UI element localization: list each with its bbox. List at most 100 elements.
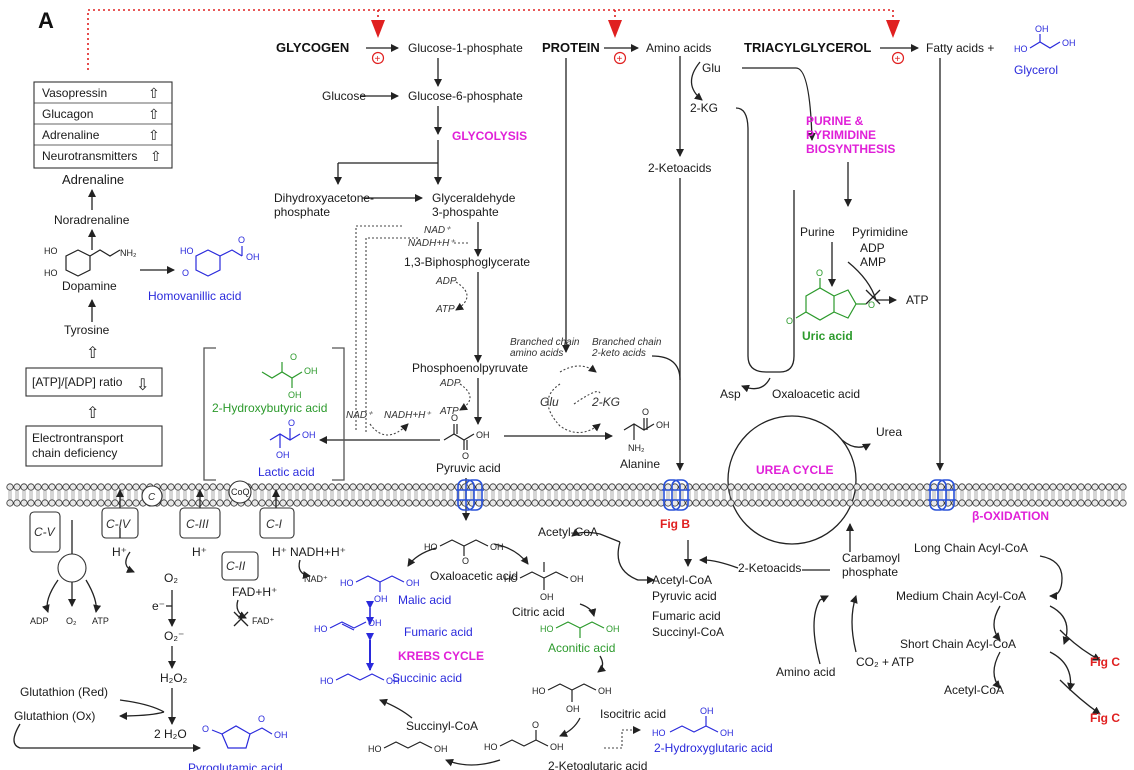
fig-b: Fig B xyxy=(660,517,690,531)
lipid-head xyxy=(1070,483,1078,491)
lipid-tail xyxy=(547,490,551,500)
lipid-tail xyxy=(190,490,194,500)
lipid-tail xyxy=(610,490,614,500)
glu-top: Glu xyxy=(702,61,721,75)
lipid-tail xyxy=(596,490,600,500)
carbamoyl-2: phosphate xyxy=(842,565,898,579)
lipid-head xyxy=(181,483,189,491)
complex-iv-label: C-IV xyxy=(106,517,131,531)
lipid-head xyxy=(1119,499,1127,507)
matrix-succinyl: Succinyl-CoA xyxy=(652,625,724,639)
lipid-head xyxy=(972,499,980,507)
lipid-head xyxy=(160,483,168,491)
lipid-tail xyxy=(736,490,740,500)
lipid-head xyxy=(986,499,994,507)
svg-text:OH: OH xyxy=(550,742,564,752)
lipid-head xyxy=(622,483,630,491)
lipid-head xyxy=(20,483,28,491)
lipid-tail xyxy=(428,490,432,500)
lipid-tail xyxy=(918,490,922,500)
lipid-tail xyxy=(498,490,502,500)
lactic-acid: Lactic acid xyxy=(258,465,315,479)
lipid-tail xyxy=(582,490,586,500)
complex-iii-label: C-III xyxy=(186,517,209,531)
lipid-tail xyxy=(617,490,621,500)
lipid-tail xyxy=(120,490,124,500)
up-arrow-4: ⇧ xyxy=(150,148,162,164)
lipid-head xyxy=(713,499,721,507)
pyroglutamic-acid: Pyroglutamic acid xyxy=(188,761,283,770)
lipid-head xyxy=(552,483,560,491)
lipid-head xyxy=(734,483,742,491)
lipid-head xyxy=(636,483,644,491)
svg-text:O: O xyxy=(258,714,265,724)
svg-text:O: O xyxy=(786,316,793,326)
svg-text:O: O xyxy=(462,451,469,461)
svg-text:OH: OH xyxy=(700,706,714,716)
lipid-head xyxy=(748,483,756,491)
svg-text:OH: OH xyxy=(274,730,288,740)
lipid-head xyxy=(48,499,56,507)
up-arrow-3: ⇧ xyxy=(148,127,160,143)
fumaric-structure: HO OH xyxy=(314,618,382,634)
fad-etc: FAD⁺ xyxy=(252,616,275,626)
lipid-head xyxy=(384,499,392,507)
lipid-pathway: TRIACYLGLYCEROL Fatty acids + HO OH OH G… xyxy=(744,24,1076,471)
isocitric-structure: HO OH OH xyxy=(532,683,612,714)
lipid-head xyxy=(13,499,21,507)
uric-acid-structure: O O O xyxy=(786,268,875,326)
oxaloacetic-structure: HO OH O xyxy=(424,539,504,566)
lipid-tail xyxy=(799,490,803,500)
urea-ketoacids: 2-Ketoacids xyxy=(738,561,801,575)
h-plus-1: H⁺ xyxy=(112,545,127,559)
lipid-tail xyxy=(561,490,565,500)
glutathione-ox: Glutathion (Ox) xyxy=(14,709,95,723)
svg-text:O: O xyxy=(238,235,245,245)
urea-cycle-circle xyxy=(727,415,857,545)
lipid-tail xyxy=(8,490,12,500)
lipid-head xyxy=(412,483,420,491)
lipid-tail xyxy=(316,490,320,500)
lipid-head xyxy=(1084,499,1092,507)
hydroxyglutaric-structure: HO OH OH xyxy=(652,706,734,738)
lipid-head xyxy=(216,483,224,491)
lipid-tail xyxy=(1114,490,1118,500)
svg-text:HO: HO xyxy=(1014,44,1028,54)
lipid-head xyxy=(650,483,658,491)
lipid-tail xyxy=(456,490,460,500)
lipid-head xyxy=(419,499,427,507)
lipid-head xyxy=(958,499,966,507)
lipid-head xyxy=(930,499,938,507)
lipid-head xyxy=(797,483,805,491)
lipid-tail xyxy=(666,490,670,500)
lipid-tail xyxy=(302,490,306,500)
lipid-head xyxy=(888,483,896,491)
glucose-label: Glucose xyxy=(322,89,366,103)
lipid-tail xyxy=(57,490,61,500)
lipid-tail xyxy=(267,490,271,500)
lipid-tail xyxy=(890,490,894,500)
lipid-head xyxy=(1000,483,1008,491)
dopamine: Dopamine xyxy=(62,279,117,293)
lipid-tail xyxy=(883,490,887,500)
lipid-tail xyxy=(624,490,628,500)
hydroxyglutaric-acid: 2-Hydroxyglutaric acid xyxy=(654,741,773,755)
lipid-head xyxy=(342,483,350,491)
lipid-head xyxy=(132,499,140,507)
svg-text:OH: OH xyxy=(720,728,734,738)
lipid-head xyxy=(55,483,63,491)
lipid-head xyxy=(867,499,875,507)
lipid-tail xyxy=(1037,490,1041,500)
lipid-head xyxy=(20,499,28,507)
lipid-head xyxy=(629,499,637,507)
lipid-head xyxy=(1105,499,1113,507)
matrix-pyruvic: Pyruvic acid xyxy=(652,589,717,603)
lipid-head xyxy=(874,499,882,507)
citric-acid: Citric acid xyxy=(512,605,565,619)
complex-i-label: C-I xyxy=(266,517,283,531)
glycerol: Glycerol xyxy=(1014,63,1058,77)
lipid-head xyxy=(832,483,840,491)
glu-italic: Glu xyxy=(540,395,559,409)
lipid-tail xyxy=(99,490,103,500)
lipid-tail xyxy=(470,490,474,500)
